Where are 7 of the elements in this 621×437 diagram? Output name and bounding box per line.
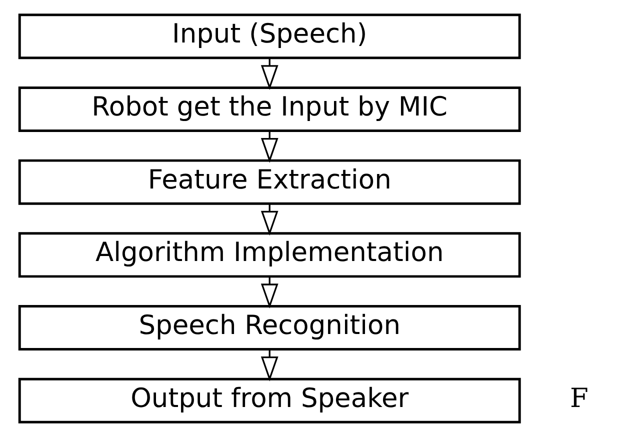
label: F [570,382,588,414]
node-box: Output from Speaker [18,378,520,424]
node-box: Speech Recognition [18,305,520,351]
node-box: Robot get the Input by MIC [18,86,520,132]
node-box: Feature Extraction [18,159,520,205]
node-box: Input (Speech) [18,14,520,60]
node-box: Algorithm Implementation [18,232,520,278]
